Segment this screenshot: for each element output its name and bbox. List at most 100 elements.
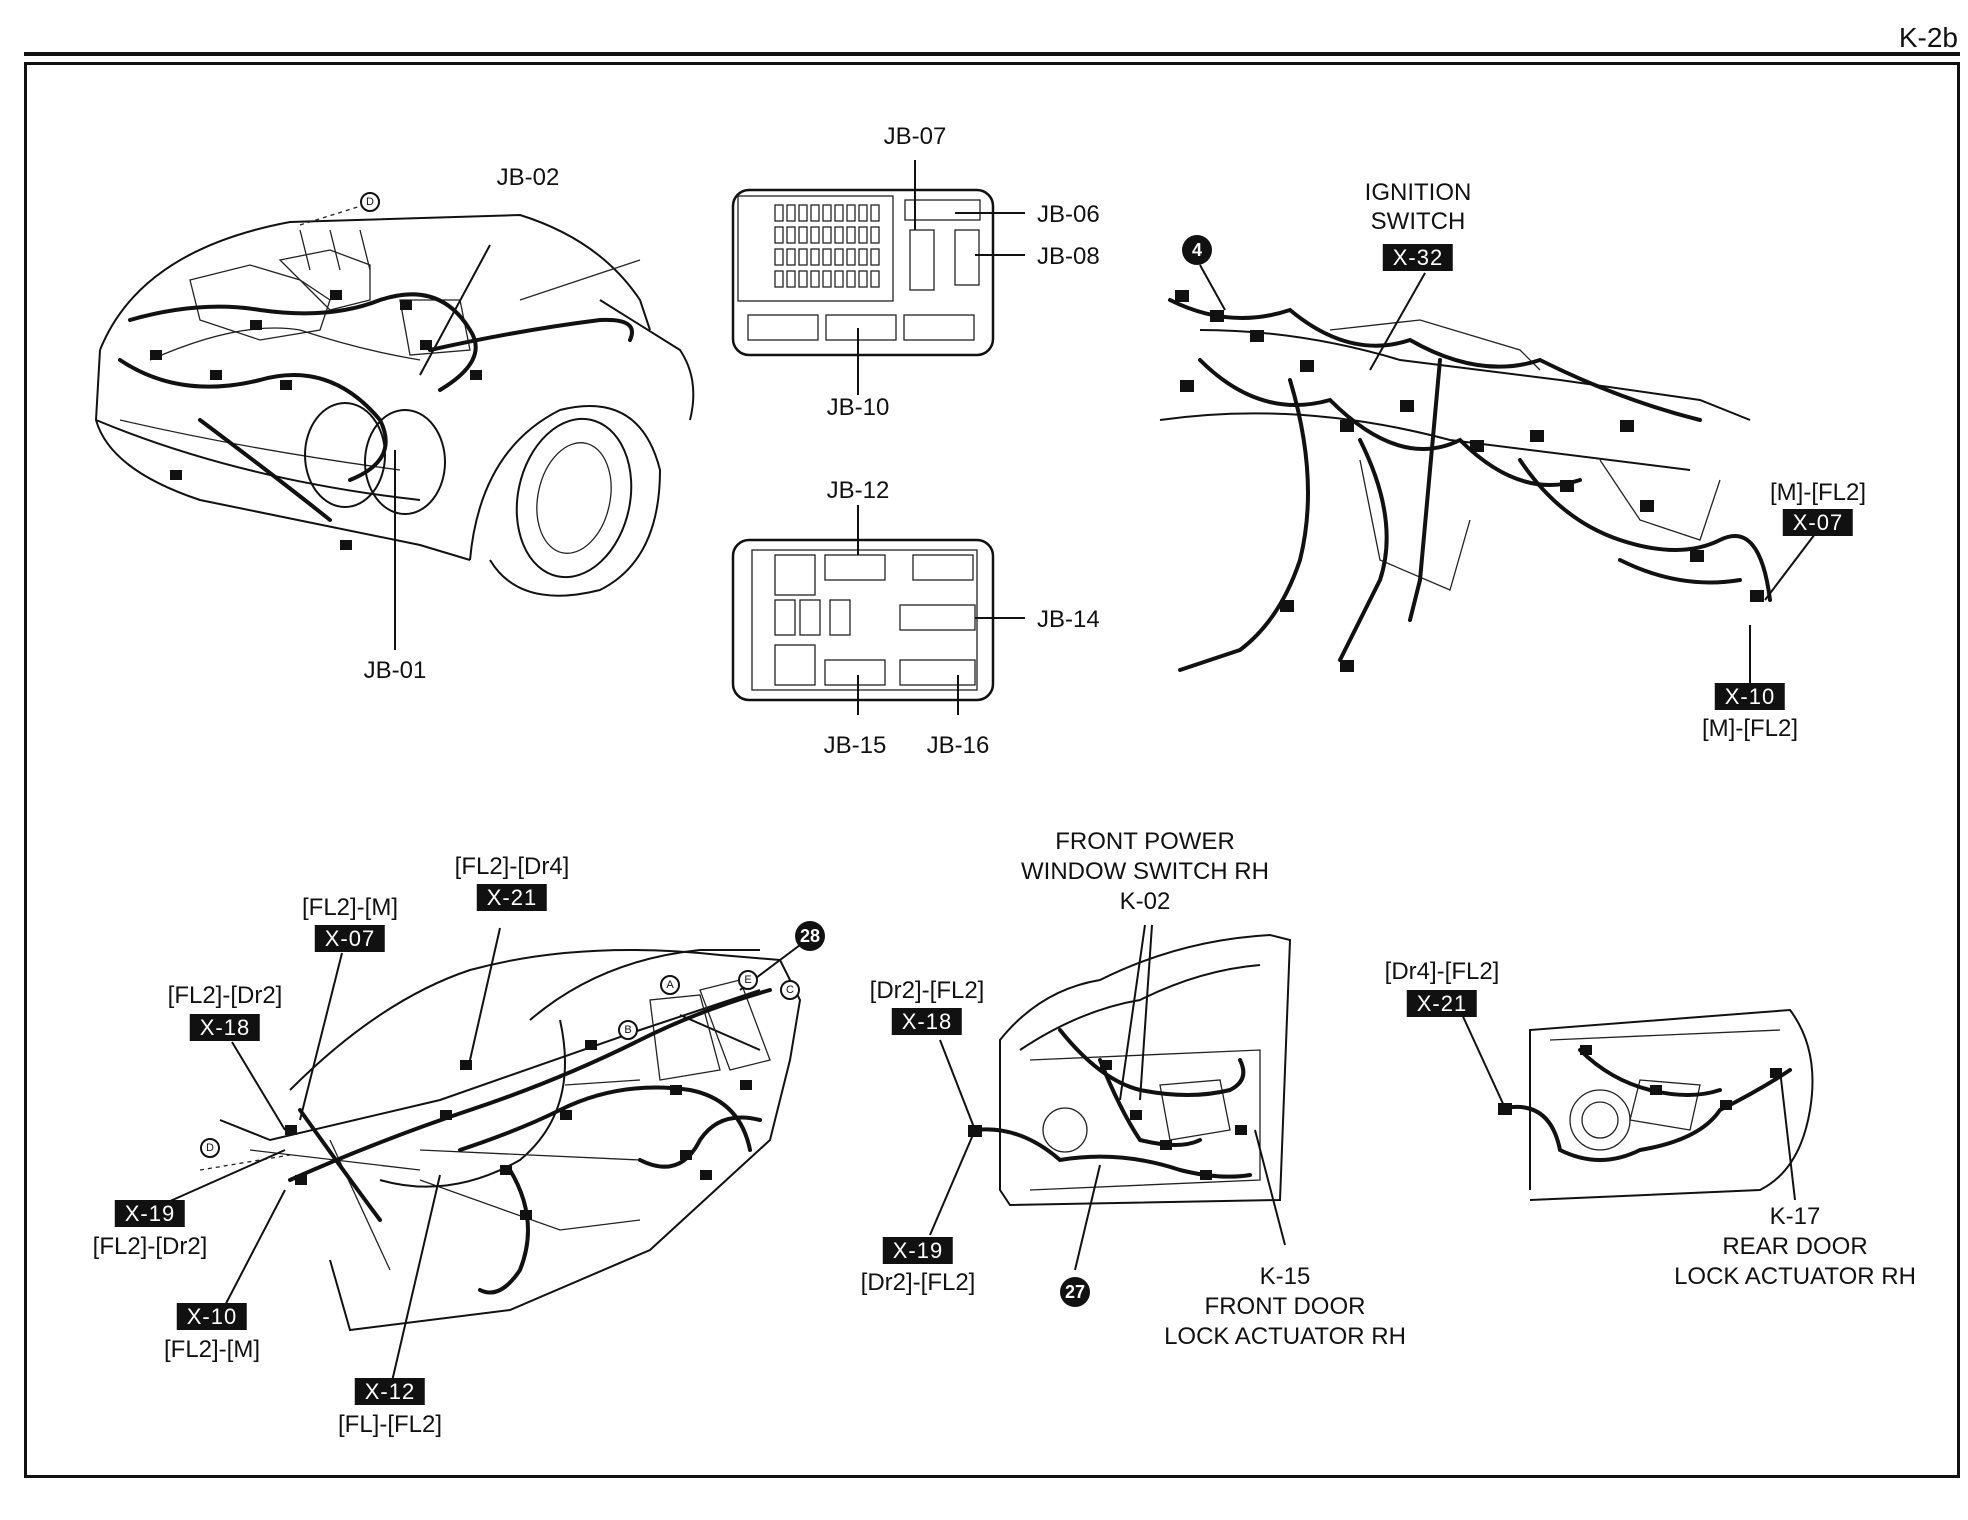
fuse-slot — [834, 204, 844, 222]
label-k-17: K-17 — [1769, 1203, 1821, 1230]
ignition-switch-title-line1: IGNITION — [1364, 179, 1472, 206]
label-jb-15: JB-15 — [823, 732, 887, 759]
connector-x-07-body: X-07 — [314, 925, 386, 952]
fuse-slot — [786, 248, 796, 266]
label-dr2-fl2: [Dr2]-[FL2] — [869, 977, 985, 1004]
ground-point-27: 27 — [1060, 1277, 1090, 1307]
fuse-slot — [822, 248, 832, 266]
label-dr2-fl2-b: [Dr2]-[FL2] — [860, 1269, 976, 1296]
dashboard-harness-illustration — [1159, 264, 1819, 688]
label-jb-14: JB-14 — [1037, 606, 1100, 633]
page-code: K-2b — [1898, 22, 1958, 53]
diagram-frame — [24, 62, 1960, 1478]
connector-x-19-body: X-19 — [114, 1200, 186, 1227]
label-k-02: K-02 — [1119, 888, 1171, 915]
label-fl2-m-b: [FL2]-[M] — [163, 1336, 261, 1363]
car-body-illustration — [149, 927, 802, 1391]
label-fl2-dr2-b: [FL2]-[Dr2] — [92, 1233, 208, 1260]
k-17-desc-line1: REAR DOOR — [1722, 1233, 1868, 1260]
top-rule — [24, 52, 1960, 56]
label-fl2-dr2: [FL2]-[Dr2] — [167, 982, 283, 1009]
engine-compartment-illustration — [94, 199, 695, 650]
connector-x-19-door: X-19 — [882, 1237, 954, 1264]
connector-x-10-dash: X-10 — [1714, 683, 1786, 710]
fuse-slot — [834, 270, 844, 288]
marker-d-body: D — [200, 1138, 220, 1158]
connector-x-21-door: X-21 — [1406, 990, 1478, 1017]
fuse-slot — [858, 248, 868, 266]
connector-x-07-dash: X-07 — [1782, 509, 1854, 536]
connector-x-12: X-12 — [354, 1378, 426, 1405]
fuse-slot — [798, 204, 808, 222]
label-jb-02: JB-02 — [496, 164, 560, 191]
fuse-slot — [834, 226, 844, 244]
label-jb-08: JB-08 — [1037, 243, 1100, 270]
fuse-slot — [870, 270, 880, 288]
ignition-switch-title-line2: SWITCH — [1370, 208, 1466, 235]
fuse-slot — [858, 226, 868, 244]
fuse-slot — [810, 204, 820, 222]
fuse-slot — [846, 248, 856, 266]
label-dr4-fl2: [Dr4]-[FL2] — [1384, 958, 1500, 985]
marker-c: C — [780, 980, 800, 1000]
connector-x-32: X-32 — [1382, 244, 1454, 271]
k-15-desc-line1: FRONT DOOR — [1204, 1293, 1366, 1320]
label-fl2-m: [FL2]-[M] — [301, 894, 399, 921]
fuse-slot — [786, 204, 796, 222]
fuse-slot — [810, 226, 820, 244]
fuse-slot — [822, 226, 832, 244]
label-jb-01: JB-01 — [363, 657, 427, 684]
fuse-slot — [798, 226, 808, 244]
fuse-slot — [786, 226, 796, 244]
front-power-window-title-line2: WINDOW SWITCH RH — [1021, 858, 1269, 885]
connector-x-21-body: X-21 — [476, 884, 548, 911]
label-jb-16: JB-16 — [926, 732, 990, 759]
fuse-slot — [846, 226, 856, 244]
rear-door-illustration — [1459, 1008, 1814, 1201]
connector-x-10-body: X-10 — [176, 1303, 248, 1330]
k-17-desc-line2: LOCK ACTUATOR RH — [1674, 1263, 1916, 1290]
fuse-slot — [774, 248, 784, 266]
fuse-slot — [810, 248, 820, 266]
fuse-slot — [858, 270, 868, 288]
front-door-illustration — [929, 924, 1292, 1271]
label-fl2-dr4: [FL2]-[Dr4] — [454, 853, 570, 880]
label-jb-07: JB-07 — [883, 123, 947, 150]
fuse-slot — [846, 270, 856, 288]
marker-a: A — [660, 975, 680, 995]
fuse-slot — [810, 270, 820, 288]
marker-e: E — [738, 970, 758, 990]
fuse-slot — [798, 248, 808, 266]
marker-d-engine: D — [360, 192, 380, 212]
fuse-slot — [858, 204, 868, 222]
label-m-fl2-top: [M]-[FL2] — [1769, 479, 1867, 506]
label-fl-fl2: [FL]-[FL2] — [337, 1411, 443, 1438]
ground-point-4: 4 — [1182, 235, 1212, 265]
label-jb-06: JB-06 — [1037, 201, 1100, 228]
fuse-slot — [846, 204, 856, 222]
ground-point-28: 28 — [795, 921, 825, 951]
fuse-slot — [870, 204, 880, 222]
connector-x-18-door: X-18 — [891, 1008, 963, 1035]
k-15-desc-line2: LOCK ACTUATOR RH — [1164, 1323, 1406, 1350]
fuse-slot — [870, 248, 880, 266]
fuse-slot — [774, 226, 784, 244]
fuse-slot — [822, 204, 832, 222]
label-jb-12: JB-12 — [826, 477, 890, 504]
connector-x-18-body: X-18 — [189, 1014, 261, 1041]
fuse-slot — [834, 248, 844, 266]
label-k-15: K-15 — [1259, 1263, 1311, 1290]
fuse-slot — [870, 226, 880, 244]
fuse-slot — [774, 270, 784, 288]
fuse-slot — [822, 270, 832, 288]
marker-b: B — [618, 1020, 638, 1040]
fuse-slot — [786, 270, 796, 288]
junction-block-a — [731, 160, 1025, 395]
fuse-slot — [774, 204, 784, 222]
label-jb-10: JB-10 — [826, 394, 890, 421]
front-power-window-title-line1: FRONT POWER — [1055, 828, 1235, 855]
fuse-slot — [798, 270, 808, 288]
junction-block-b — [731, 505, 1025, 715]
label-m-fl2-bottom: [M]-[FL2] — [1701, 715, 1799, 742]
